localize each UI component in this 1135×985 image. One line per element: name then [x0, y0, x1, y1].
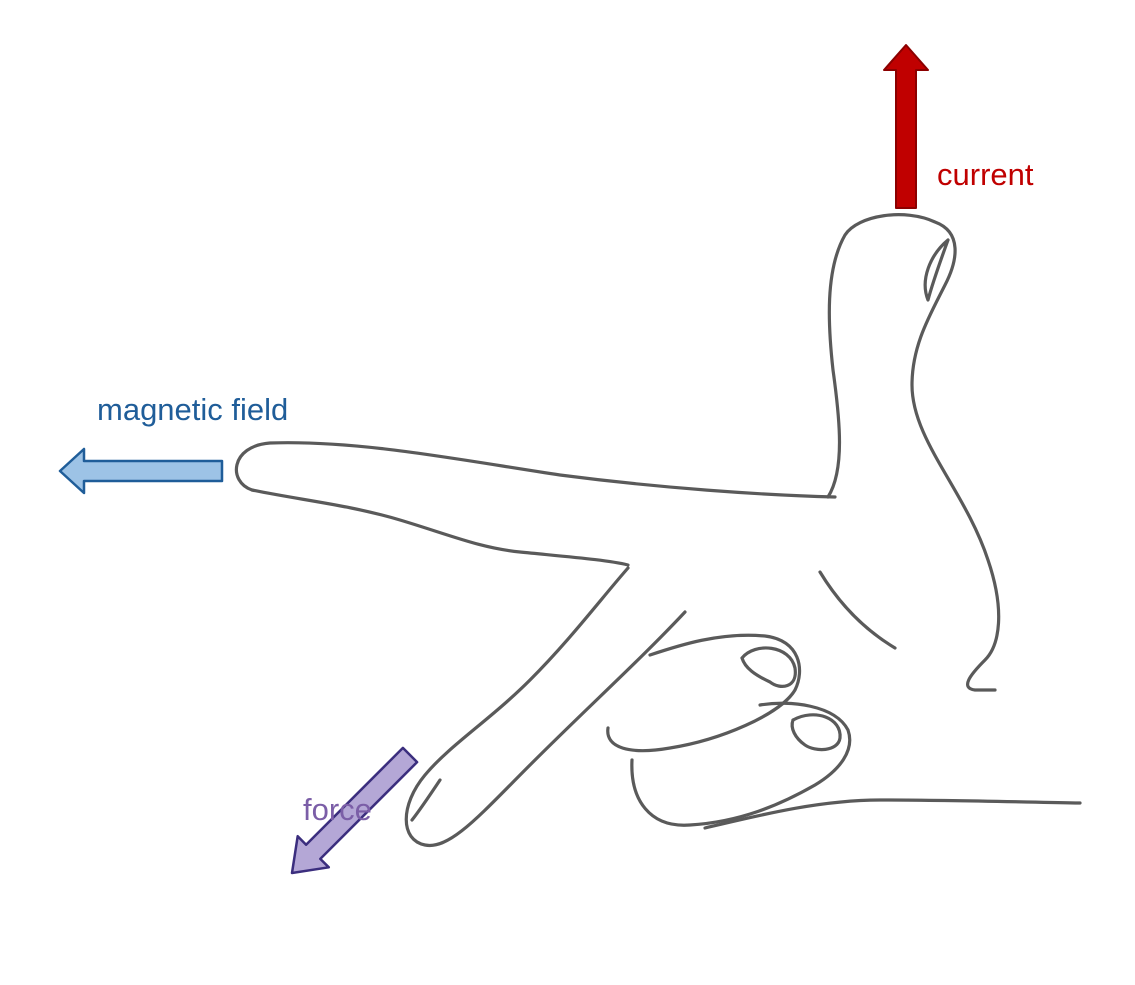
current-arrow-icon	[883, 44, 929, 209]
force-arrow-icon	[290, 746, 419, 875]
thumb-outline	[826, 213, 1001, 692]
hand-icon	[234, 213, 1082, 848]
magnetic-field-label: magnetic field	[97, 392, 288, 427]
middle-fingernail-outline	[410, 778, 442, 822]
index-finger-bottom	[250, 488, 630, 567]
current-label: current	[937, 157, 1034, 192]
little-finger-outline	[630, 701, 852, 827]
middle-finger-outer	[404, 566, 687, 848]
thumbnail-outline	[923, 238, 950, 302]
force-label: force	[303, 792, 372, 827]
ring-finger-outline	[606, 633, 802, 753]
little-fingernail-outline	[790, 713, 842, 752]
ring-fingernail-outline	[740, 646, 797, 688]
palm-crease	[818, 570, 897, 650]
wrist-outline	[703, 798, 1082, 830]
magnetic-field-arrow-icon	[58, 447, 224, 495]
index-finger-top	[234, 441, 837, 499]
